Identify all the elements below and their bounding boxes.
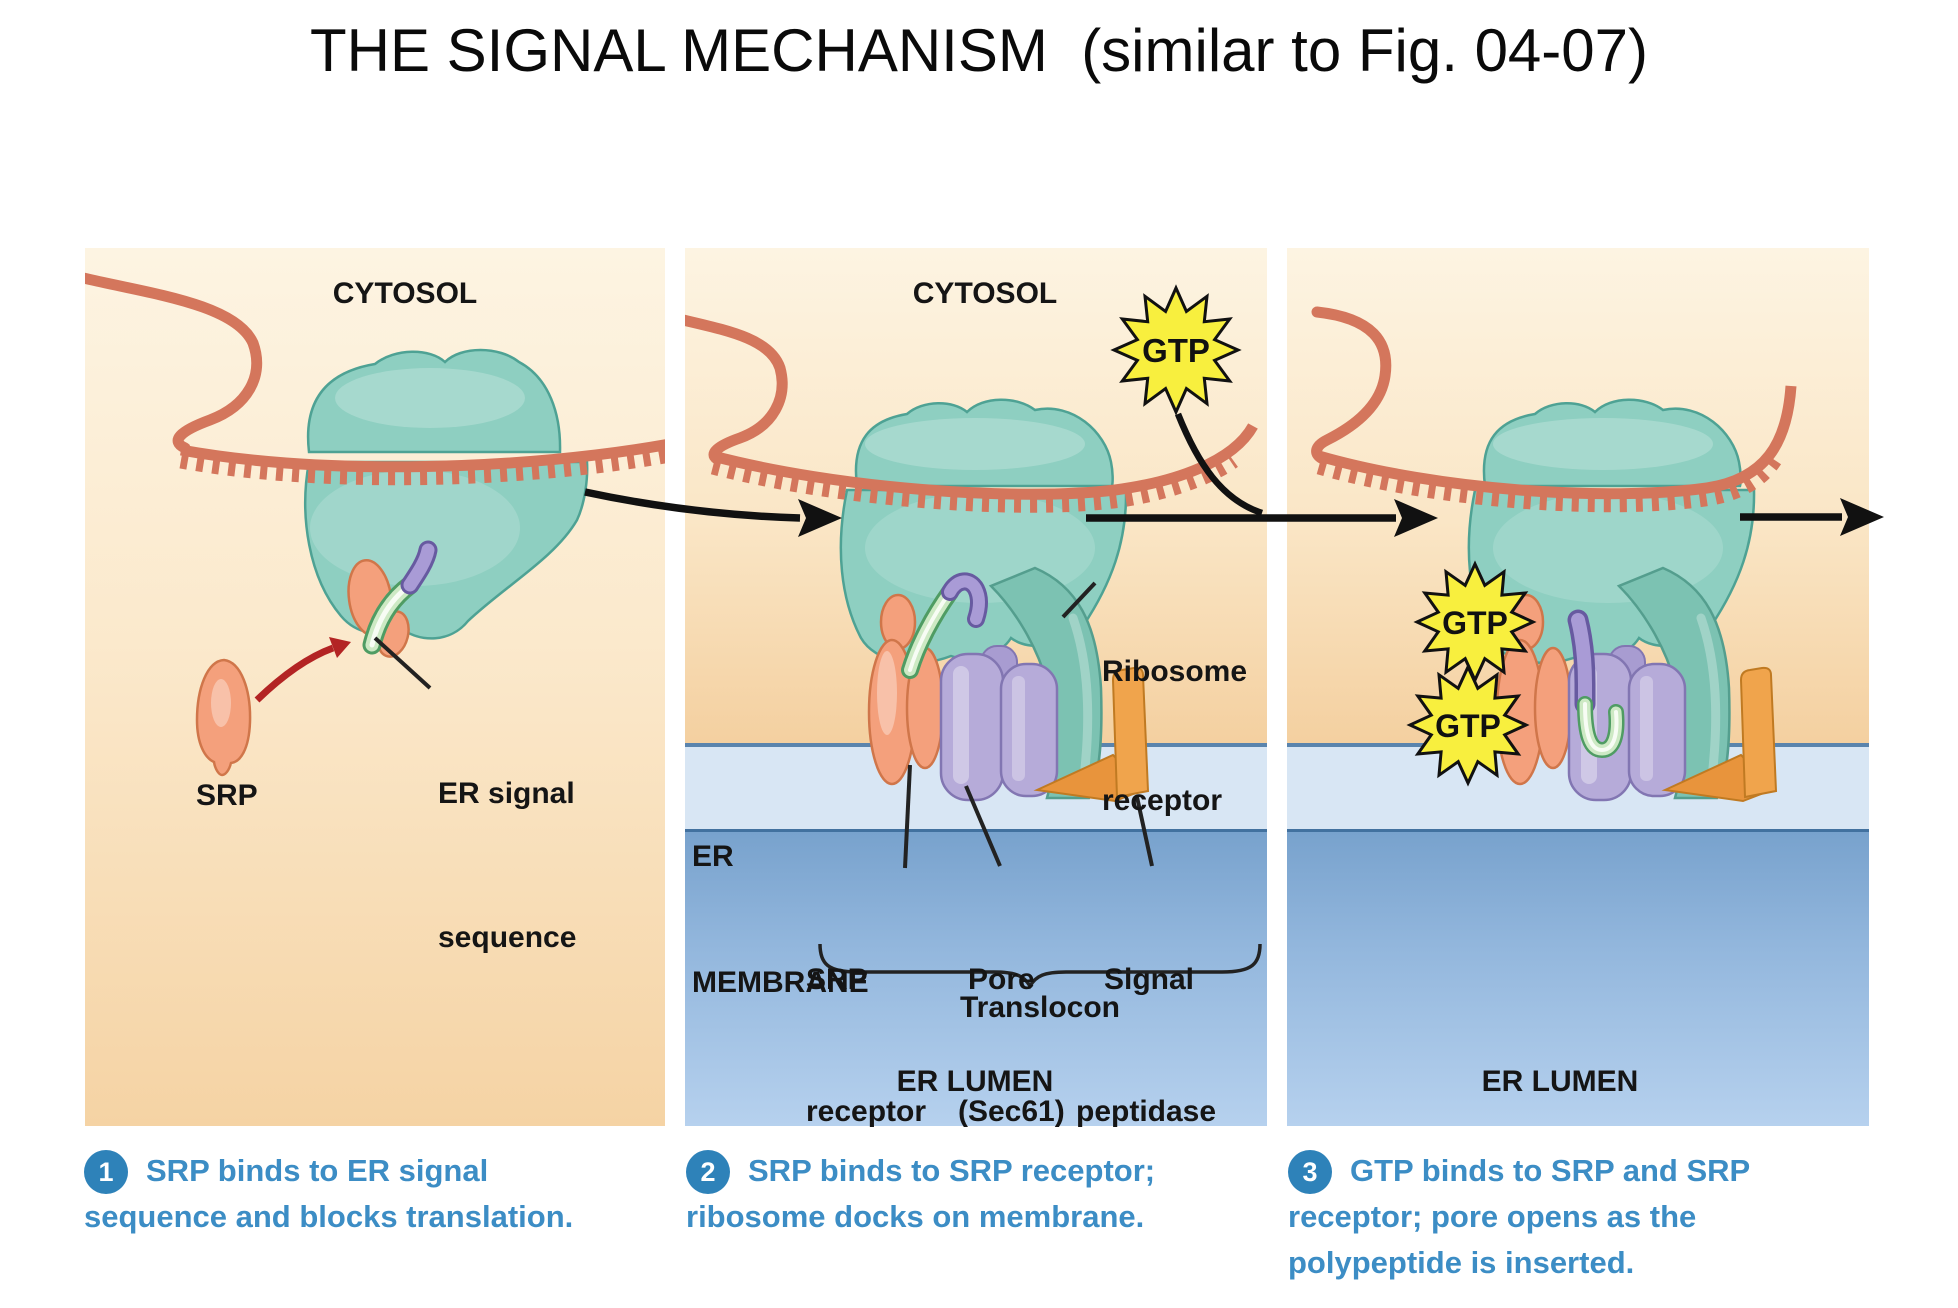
srp-receptor-line1: SRP: [806, 963, 868, 996]
srp-highlight: [877, 651, 897, 735]
pore-highlight: [1640, 676, 1653, 781]
er-signal-line2: sequence: [438, 921, 577, 954]
nascent-chain-purple: [403, 543, 435, 592]
er-membrane-line1: ER: [692, 840, 734, 873]
step-1-badge: 1: [84, 1150, 128, 1194]
er-lumen-region: [685, 832, 1267, 1126]
translocon-brace: [818, 943, 1262, 990]
gtp-label: GTP: [1442, 605, 1508, 641]
red-binding-arrow: [254, 644, 335, 703]
caption-step-1: 1 SRP binds to ER signal sequence and bl…: [84, 1148, 696, 1240]
cytosol-label-panel1: CYTOSOL: [332, 277, 478, 310]
signal-peptidase-pointer-line: [1135, 796, 1154, 867]
ribosome-receptor-label: Ribosome receptor: [1102, 564, 1247, 865]
mrna-codon-teeth: [1316, 453, 1783, 513]
caption-1-line2: sequence and blocks translation.: [84, 1199, 574, 1234]
er-signal-sequence-label: ER signal sequence: [438, 674, 576, 1010]
caption-3-line3: polypeptide is inserted.: [1288, 1245, 1635, 1280]
cytosol-label-panel2: CYTOSOL: [912, 277, 1058, 310]
pore-sec61: [1627, 662, 1687, 798]
pore-line2: (Sec61): [958, 1095, 1065, 1128]
caption-3-line2: receptor; pore opens as the: [1288, 1199, 1697, 1234]
gtp-starburst: [1110, 284, 1242, 416]
panel-3-insertion: GTP GTP: [1287, 248, 1869, 1126]
caption-2-row1: 2 SRP binds to SRP receptor;: [686, 1148, 1298, 1194]
srp-particle: [195, 658, 252, 777]
srp-particle: [1533, 646, 1573, 770]
caption-step-2: 2 SRP binds to SRP receptor; ribosome do…: [686, 1148, 1298, 1240]
receptor-highlight: [1068, 613, 1093, 773]
ribosome-small-subunit: [306, 348, 562, 454]
srp-label: SRP: [196, 779, 258, 812]
mrna-ribbon: [180, 439, 665, 473]
figure-title: THE SIGNAL MECHANISM (similar to Fig. 04…: [309, 17, 1649, 84]
caption-2-line1: SRP binds to SRP receptor;: [748, 1153, 1156, 1188]
gtp-starburst: [1406, 663, 1530, 787]
srp-receptor-label: SRP receptor: [806, 870, 926, 1178]
ribosome-highlight: [310, 470, 520, 586]
er-lumen-region: [1287, 832, 1869, 1126]
pore-pointer-line: [964, 785, 1002, 867]
srp-receptor-line2: receptor: [806, 1095, 927, 1128]
step-2-badge: 2: [686, 1150, 730, 1194]
red-binding-arrowhead: [329, 637, 351, 658]
pore-line1: Pore: [968, 963, 1035, 996]
mrna-ribbon: [1317, 385, 1797, 500]
caption-2-line2: ribosome docks on membrane.: [686, 1199, 1145, 1234]
pore-sec61: [999, 662, 1059, 798]
signal-peptidase: [1739, 666, 1778, 799]
er-membrane-line2: MEMBRANE: [692, 966, 869, 999]
mrna-codon-teeth: [710, 452, 1238, 513]
signal-peptidase-line1: Signal: [1104, 963, 1195, 996]
er-signal-sequence-hook: [1583, 702, 1619, 753]
ribosome-highlight: [865, 418, 1085, 470]
pore-sec61: [939, 652, 1005, 802]
signal-peptidase: [1111, 666, 1150, 799]
nascent-chain-purple: [944, 575, 985, 625]
mrna-strand: [685, 314, 788, 465]
signal-peptidase-label: Signal peptidase: [1076, 870, 1216, 1178]
ribosome-small-subunit: [1482, 398, 1742, 488]
nascent-chain-purple: [1571, 613, 1592, 711]
translocon-label: Translocon: [959, 991, 1121, 1024]
mrna-codon-teeth: [179, 446, 665, 486]
mrna-strand: [85, 272, 263, 454]
receptor-highlight: [1696, 613, 1721, 773]
panel-1-srp-binds: [85, 248, 665, 1126]
ribosome-small-subunit: [854, 398, 1114, 488]
er-lumen-label-panel3: ER LUMEN: [1481, 1065, 1639, 1098]
panel-3-artwork: GTP GTP: [1311, 306, 1797, 803]
ribosome-highlight: [1493, 418, 1713, 470]
step-3-badge: 3: [1288, 1150, 1332, 1194]
caption-step-3: 3 GTP binds to SRP and SRP receptor; por…: [1288, 1148, 1900, 1286]
pore-sec61-label: Pore (Sec61): [958, 870, 1065, 1178]
caption-1-line1: SRP binds to ER signal: [146, 1153, 489, 1188]
pore-highlight: [1012, 676, 1025, 781]
gtp-label: GTP: [1142, 332, 1210, 369]
ribosome-receptor-line2: receptor: [1102, 784, 1223, 817]
caption-1-row1: 1 SRP binds to ER signal: [84, 1148, 696, 1194]
er-signal-line1: ER signal: [438, 777, 575, 810]
caption-3-line1: GTP binds to SRP and SRP: [1350, 1153, 1751, 1188]
er-membrane-label: ER MEMBRANE: [692, 752, 869, 1046]
ribosome-receptor-pointer-line: [1061, 581, 1097, 619]
signal-peptidase-line2: peptidase: [1076, 1095, 1217, 1128]
gtp-label: GTP: [1435, 708, 1501, 744]
er-signal-pointer-line: [373, 636, 432, 690]
panel-2-artwork: GTP: [685, 284, 1262, 990]
pore-highlight: [953, 666, 969, 784]
ribosome-highlight: [335, 368, 525, 428]
mrna-strand: [1311, 306, 1392, 465]
caption-3-row1: 3 GTP binds to SRP and SRP: [1288, 1148, 1900, 1194]
srp-receptor-pointer-line: [903, 764, 912, 869]
er-lumen-label-panel2: ER LUMEN: [896, 1065, 1054, 1098]
panel-1-artwork: [85, 272, 665, 777]
ribosome-receptor-line1: Ribosome: [1102, 655, 1248, 688]
srp-highlight: [211, 679, 231, 727]
